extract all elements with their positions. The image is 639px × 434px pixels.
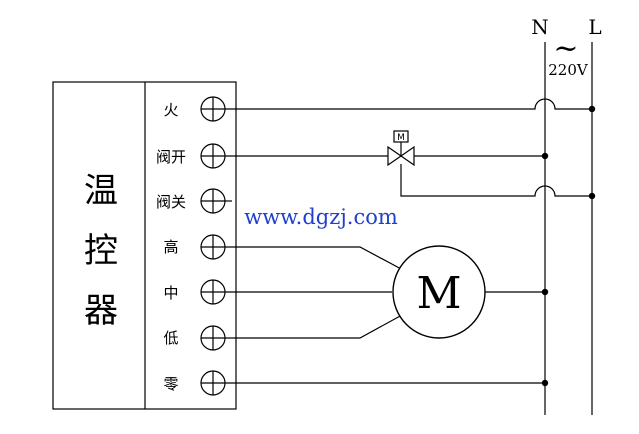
- terminal-label-fire: 火: [163, 101, 178, 119]
- live-label: L: [588, 15, 601, 39]
- valve-actuator-label: M: [397, 133, 405, 143]
- terminal-labels: 火 阀开 阀关 高 中 低 零: [156, 101, 186, 393]
- terminal-screw-icon: [200, 234, 226, 260]
- wire-high-to-motor: [225, 246, 404, 271]
- terminal-label-high: 高: [163, 238, 178, 256]
- junctions: [541, 105, 596, 387]
- motor-label: M: [416, 268, 461, 319]
- motor-circle: [392, 245, 486, 339]
- terminal-screw-icon: [200, 370, 226, 396]
- controller-label-char-2: 控: [84, 231, 118, 271]
- junction-dot: [588, 192, 596, 200]
- motor: M: [392, 245, 486, 339]
- terminal-screw-icon: [200, 279, 226, 305]
- terminal-screw-icon: [200, 143, 226, 169]
- wire-valve-close-to-live: [400, 164, 592, 197]
- terminal-label-zero: 零: [163, 375, 178, 393]
- terminal-screw-icon: [200, 325, 226, 351]
- junction-dot: [588, 105, 596, 113]
- wire-low-to-motor: [225, 314, 403, 339]
- terminal-label-valve-close: 阀关: [156, 193, 186, 211]
- valve-actuator-box: [393, 130, 409, 143]
- power-rails: [544, 42, 593, 415]
- terminal-screw-icon: [200, 188, 226, 214]
- wires: [225, 98, 592, 384]
- terminal-label-valve-open: 阀开: [156, 148, 186, 166]
- junction-dot: [541, 152, 549, 160]
- terminal-label-low: 低: [163, 329, 178, 347]
- thermostat-controller: 温 控 器: [52, 81, 237, 410]
- wire-fire-to-live: [225, 98, 592, 110]
- controller-label-char-3: 器: [84, 291, 118, 331]
- watermark-text: www.dgzj.com: [244, 205, 398, 229]
- neutral-label: N: [531, 15, 549, 39]
- ac-symbol: ~: [553, 31, 578, 66]
- motorized-valve: [387, 130, 415, 167]
- voltage-label: 220V: [548, 61, 589, 79]
- controller-label-char-1: 温: [84, 171, 118, 211]
- terminal-label-mid: 中: [163, 284, 178, 302]
- terminal-screw-icon: [200, 96, 226, 122]
- junction-dot: [541, 379, 549, 387]
- terminal-screws: [200, 96, 226, 396]
- junction-dot: [541, 288, 549, 296]
